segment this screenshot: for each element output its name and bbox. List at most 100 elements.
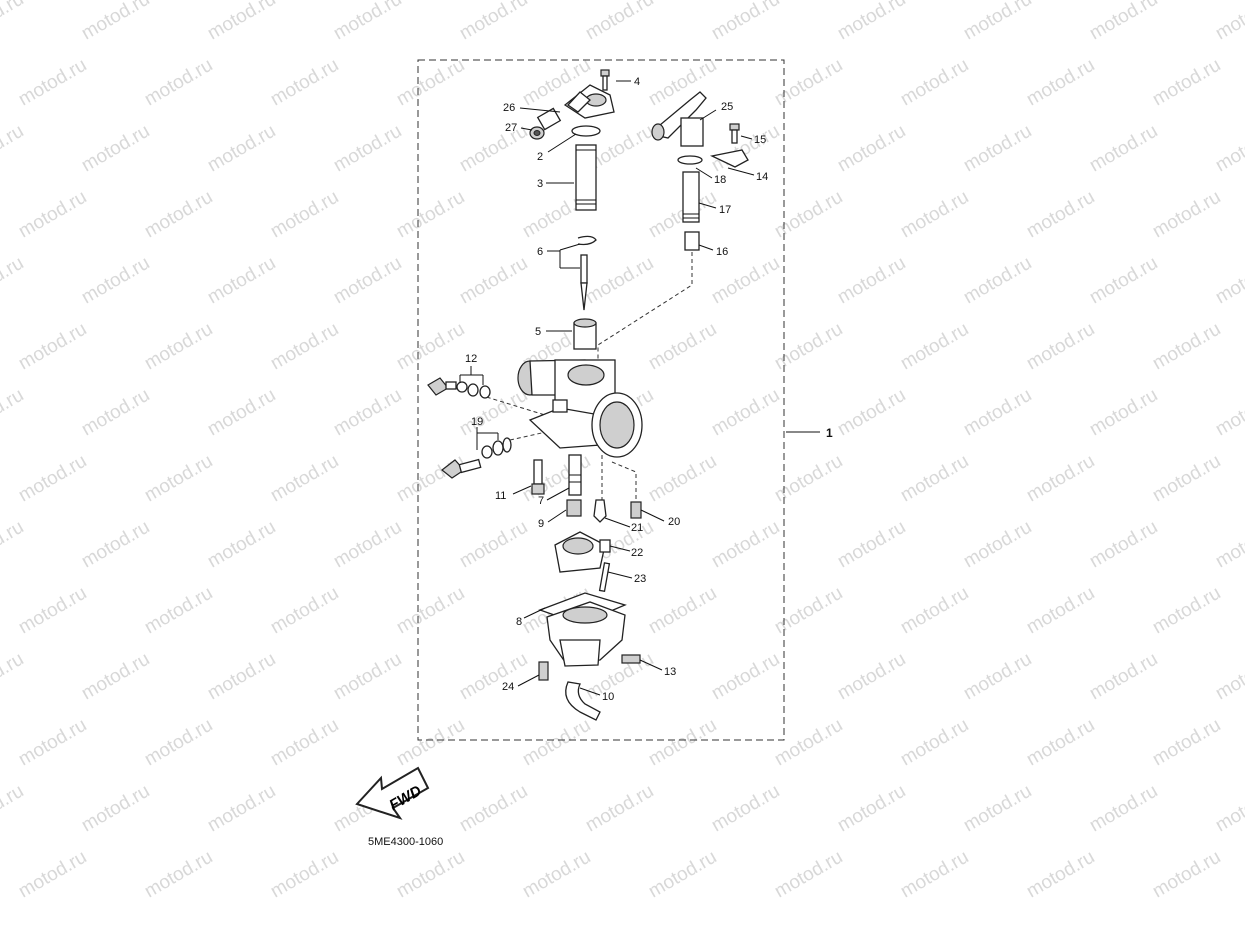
- watermark-text: motod.ru: [645, 451, 720, 507]
- watermark-text: motod.ru: [267, 187, 342, 243]
- watermark-text: motod.ru: [960, 253, 1035, 309]
- watermark-text: motod.ru: [645, 715, 720, 771]
- callout-19: 19: [471, 416, 483, 428]
- watermark-text: motod.ru: [141, 847, 216, 903]
- watermark-text: motod.ru: [0, 517, 27, 573]
- watermark-text: motod.ru: [204, 121, 279, 177]
- watermark-text: motod.ru: [1149, 451, 1224, 507]
- part-cap-27: [529, 126, 545, 140]
- callout-24: 24: [502, 681, 514, 693]
- callout-11: 11: [495, 490, 506, 502]
- watermark-text: motod.ru: [330, 121, 405, 177]
- callout-15: 15: [754, 134, 766, 146]
- watermark-text: motod.ru: [771, 187, 846, 243]
- watermark-text: motod.ru: [1086, 781, 1161, 837]
- watermark-text: motod.ru: [204, 253, 279, 309]
- watermark-text: motod.ru: [519, 451, 594, 507]
- watermark-text: motod.ru: [897, 55, 972, 111]
- callout-12: 12: [465, 353, 477, 365]
- watermark-text: motod.ru: [1023, 583, 1098, 639]
- watermark-text: motod.ru: [1086, 0, 1161, 44]
- watermark-text: motod.ru: [78, 385, 153, 441]
- callout-4: 4: [634, 76, 640, 88]
- watermark-text: motod.ru: [771, 451, 846, 507]
- watermark-text: motod.ru: [1023, 847, 1098, 903]
- watermark-text: motod.ru: [393, 451, 468, 507]
- watermark-text: motod.ru: [15, 847, 90, 903]
- part-screw-4: [600, 69, 610, 91]
- part-float-needle-21: [593, 499, 607, 523]
- watermark-text: motod.ru: [1212, 649, 1245, 705]
- watermark-text: motod.ru: [834, 0, 909, 44]
- watermark-text: motod.ru: [1212, 781, 1245, 837]
- watermark-text: motod.ru: [141, 187, 216, 243]
- watermark-text: motod.ru: [0, 781, 27, 837]
- diagram-code: 5ME4300-1060: [368, 836, 444, 848]
- watermark-text: motod.ru: [1212, 517, 1245, 573]
- watermark-text: motod.ru: [1023, 319, 1098, 375]
- watermark-text: motod.ru: [771, 847, 846, 903]
- part-plate-14: [709, 149, 749, 168]
- watermark-text: motod.ru: [141, 319, 216, 375]
- watermark-text: motod.ru: [141, 451, 216, 507]
- watermark-text: motod.ru: [267, 319, 342, 375]
- watermark-text: motod.ru: [267, 715, 342, 771]
- part-pilot-jet-11: [531, 459, 545, 495]
- watermark-text: motod.ru: [393, 55, 468, 111]
- fwd-arrow-icon: FWD: [355, 766, 430, 820]
- watermark-text: motod.ru: [78, 0, 153, 44]
- watermark-text: motod.ru: [0, 649, 27, 705]
- callout-7: 7: [538, 495, 544, 507]
- watermark-text: motod.ru: [204, 781, 279, 837]
- watermark-text: motod.ru: [960, 0, 1035, 44]
- watermark-text: motod.ru: [78, 649, 153, 705]
- watermark-text: motod.ru: [204, 385, 279, 441]
- watermark-text: motod.ru: [582, 781, 657, 837]
- watermark-text: motod.ru: [267, 55, 342, 111]
- watermark-text: motod.ru: [393, 187, 468, 243]
- watermark-text: motod.ru: [960, 781, 1035, 837]
- watermark-text: motod.ru: [15, 55, 90, 111]
- part-needle-jet-7: [568, 454, 582, 496]
- watermark-text: motod.ru: [897, 583, 972, 639]
- watermark-text: motod.ru: [204, 0, 279, 44]
- callout-21: 21: [631, 522, 643, 534]
- callout-2: 2: [537, 151, 543, 163]
- watermark-text: motod.ru: [15, 583, 90, 639]
- watermark-text: motod.ru: [0, 121, 27, 177]
- watermark-text: motod.ru: [897, 715, 972, 771]
- part-screw-assembly-19: [441, 437, 512, 479]
- watermark-text: motod.ru: [960, 649, 1035, 705]
- watermark-text: motod.ru: [1086, 121, 1161, 177]
- callout-5: 5: [535, 326, 541, 338]
- callout-25: 25: [721, 101, 733, 113]
- watermark-text: motod.ru: [834, 781, 909, 837]
- part-float-chamber: [546, 601, 626, 667]
- callout-27: 27: [505, 122, 517, 134]
- watermark-text: motod.ru: [15, 451, 90, 507]
- watermark-text: motod.ru: [708, 781, 783, 837]
- part-float-22: [554, 531, 611, 573]
- watermark-text: motod.ru: [771, 319, 846, 375]
- watermark-text: motod.ru: [1149, 583, 1224, 639]
- watermark-text: motod.ru: [1023, 55, 1098, 111]
- watermark-text: motod.ru: [0, 253, 27, 309]
- callout-14: 14: [756, 171, 768, 183]
- watermark-text: motod.ru: [519, 715, 594, 771]
- watermark-text: motod.ru: [204, 517, 279, 573]
- callout-13: 13: [664, 666, 676, 678]
- callout-20: 20: [668, 516, 680, 528]
- watermark-text: motod.ru: [897, 319, 972, 375]
- part-needle-6: [577, 235, 597, 311]
- watermark-text: motod.ru: [330, 649, 405, 705]
- watermark-text: motod.ru: [456, 121, 531, 177]
- callout-numbers: 4 26 27 2 3 6 5 25 15 14 18 17 16 12 19 …: [465, 76, 833, 703]
- watermark-text: motod.ru: [393, 847, 468, 903]
- part-screw-20: [630, 501, 642, 519]
- watermark-text: motod.ru: [141, 55, 216, 111]
- callout-16: 16: [716, 246, 728, 258]
- watermark-text: motod.ru: [708, 121, 783, 177]
- watermark-text: motod.ru: [1212, 0, 1245, 44]
- watermark-text: motod.ru: [330, 0, 405, 44]
- watermark-text: motod.ru: [1023, 715, 1098, 771]
